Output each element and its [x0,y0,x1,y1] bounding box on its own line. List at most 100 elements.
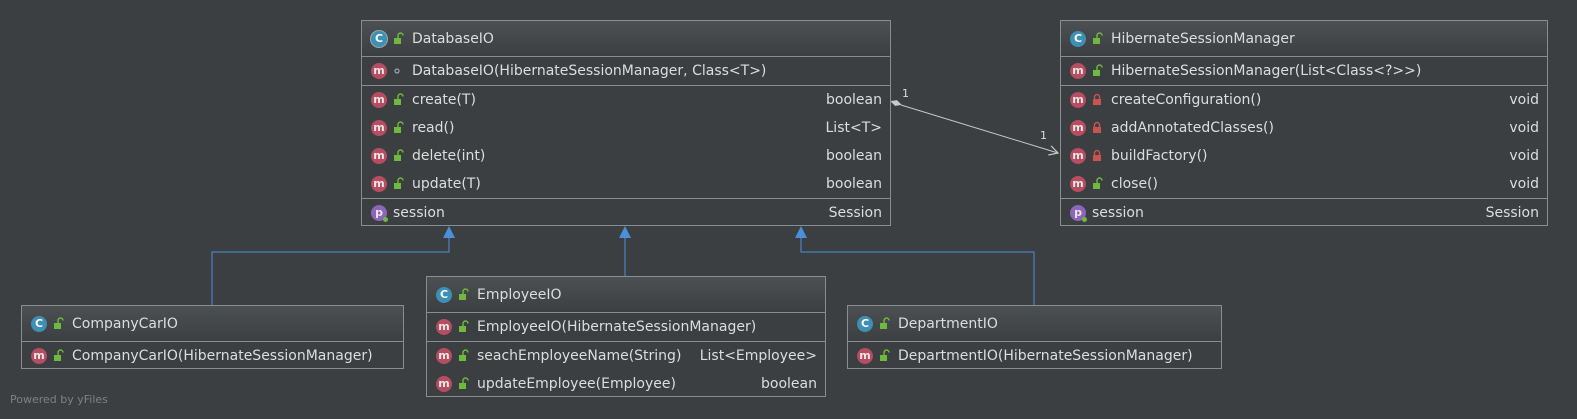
method-icon: m [1070,92,1086,108]
method-row[interactable]: m create(T) boolean [362,86,890,114]
constructor-row[interactable]: m CompanyCarIO(HibernateSessionManager) [22,342,403,370]
method-name: updateEmployee(Employee) [477,376,676,392]
constructor-row[interactable]: m DatabaseIO(HibernateSessionManager, Cl… [362,57,890,85]
class-icon: C [31,315,47,332]
constructor-signature: HibernateSessionManager(List<Class<?>>) [1111,63,1422,79]
method-name: read() [412,120,455,136]
method-name: addAnnotatedClasses() [1111,120,1274,136]
method-icon: m [436,319,452,335]
public-lock-icon [53,316,64,331]
class-node-employee-io[interactable]: C EmployeeIO m EmployeeIO(HibernateSessi… [426,276,826,397]
public-lock-icon [53,349,64,363]
class-name: CompanyCarIO [72,315,178,332]
property-icon: p [371,205,388,222]
methods-section: m createConfiguration() void m addAnnota… [1061,86,1547,199]
property-name: session [393,205,445,221]
association-source-multiplicity: 1 [902,87,909,100]
method-row[interactable]: m delete(int) boolean [362,142,890,170]
constructor-section: m CompanyCarIO(HibernateSessionManager) [22,342,403,370]
class-icon: C [1070,30,1086,47]
method-icon: m [1070,176,1086,192]
method-icon: m [436,348,452,364]
method-return-type: void [1509,120,1539,136]
method-icon: m [371,120,387,136]
method-name: update(T) [412,176,481,192]
method-return-type: boolean [826,92,882,108]
property-row[interactable]: p session Session [362,199,890,227]
method-row[interactable]: m createConfiguration() void [1061,86,1547,114]
constructor-section: m HibernateSessionManager(List<Class<?>>… [1061,57,1547,86]
method-row[interactable]: m close() void [1061,170,1547,198]
association-edge: 1 1 [890,87,1058,153]
method-return-type: void [1509,148,1539,164]
class-header[interactable]: C DepartmentIO [848,306,1221,342]
class-node-hibernate-session-manager[interactable]: C HibernateSessionManager m HibernateSes… [1060,20,1548,226]
method-name: buildFactory() [1111,148,1208,164]
class-name: DatabaseIO [412,30,494,47]
public-lock-icon [393,149,404,163]
class-header[interactable]: C DatabaseIO [362,21,890,57]
public-lock-icon [1092,177,1103,191]
properties-section: p session Session [1061,199,1547,227]
constructor-signature: DatabaseIO(HibernateSessionManager, Clas… [412,63,767,79]
class-node-department-io[interactable]: C DepartmentIO m DepartmentIO(HibernateS… [847,305,1222,369]
method-name: delete(int) [412,148,486,164]
public-lock-icon [458,320,469,334]
constructor-row[interactable]: m HibernateSessionManager(List<Class<?>>… [1061,57,1547,85]
property-type: Session [1485,205,1539,221]
method-row[interactable]: m seachEmployeeName(String) List<Employe… [427,342,825,370]
class-node-database-io[interactable]: C DatabaseIO m DatabaseIO(HibernateSessi… [361,20,891,226]
constructor-row[interactable]: m EmployeeIO(HibernateSessionManager) [427,313,825,341]
class-icon: C [436,286,452,303]
method-name: create(T) [412,92,476,108]
private-lock-icon [1092,149,1103,163]
public-lock-icon [458,377,469,391]
method-row[interactable]: m read() List<T> [362,114,890,142]
public-lock-icon [879,316,890,331]
methods-section: m seachEmployeeName(String) List<Employe… [427,342,825,398]
class-header[interactable]: C EmployeeIO [427,277,825,313]
properties-section: p session Session [362,199,890,227]
class-icon: C [857,315,873,332]
method-return-type: boolean [826,148,882,164]
method-row[interactable]: m update(T) boolean [362,170,890,198]
method-return-type: boolean [761,376,817,392]
method-row[interactable]: m addAnnotatedClasses() void [1061,114,1547,142]
public-lock-icon [393,93,404,107]
property-icon: p [1070,205,1087,222]
property-row[interactable]: p session Session [1061,199,1547,227]
constructor-signature: DepartmentIO(HibernateSessionManager) [898,348,1193,364]
method-row[interactable]: m updateEmployee(Employee) boolean [427,370,825,398]
method-icon: m [371,148,387,164]
method-return-type: boolean [826,176,882,192]
constructor-row[interactable]: m DepartmentIO(HibernateSessionManager) [848,342,1221,370]
yfiles-watermark: Powered by yFiles [10,393,108,406]
method-icon: m [436,376,452,392]
constructor-section: m DatabaseIO(HibernateSessionManager, Cl… [362,57,890,86]
private-lock-icon [1092,121,1103,135]
public-lock-icon [393,121,404,135]
class-node-company-car-io[interactable]: C CompanyCarIO m CompanyCarIO(HibernateS… [21,305,404,369]
constructor-signature: CompanyCarIO(HibernateSessionManager) [72,348,373,364]
class-icon: C [371,30,387,47]
public-lock-icon [393,177,404,191]
class-name: DepartmentIO [898,315,998,332]
class-header[interactable]: C HibernateSessionManager [1061,21,1547,57]
inheritance-edge-companycar [211,226,455,305]
method-icon: m [1070,63,1086,79]
property-name: session [1092,205,1144,221]
class-header[interactable]: C CompanyCarIO [22,306,403,342]
method-icon: m [1070,120,1086,136]
inheritance-edge-department [795,226,1035,305]
class-name: HibernateSessionManager [1111,30,1295,47]
method-name: createConfiguration() [1111,92,1262,108]
constructor-section: m EmployeeIO(HibernateSessionManager) [427,313,825,342]
class-name: EmployeeIO [477,286,562,303]
property-type: Session [828,205,882,221]
method-row[interactable]: m buildFactory() void [1061,142,1547,170]
constructor-signature: EmployeeIO(HibernateSessionManager) [477,319,757,335]
public-lock-icon [393,31,404,46]
public-lock-icon [458,349,469,363]
